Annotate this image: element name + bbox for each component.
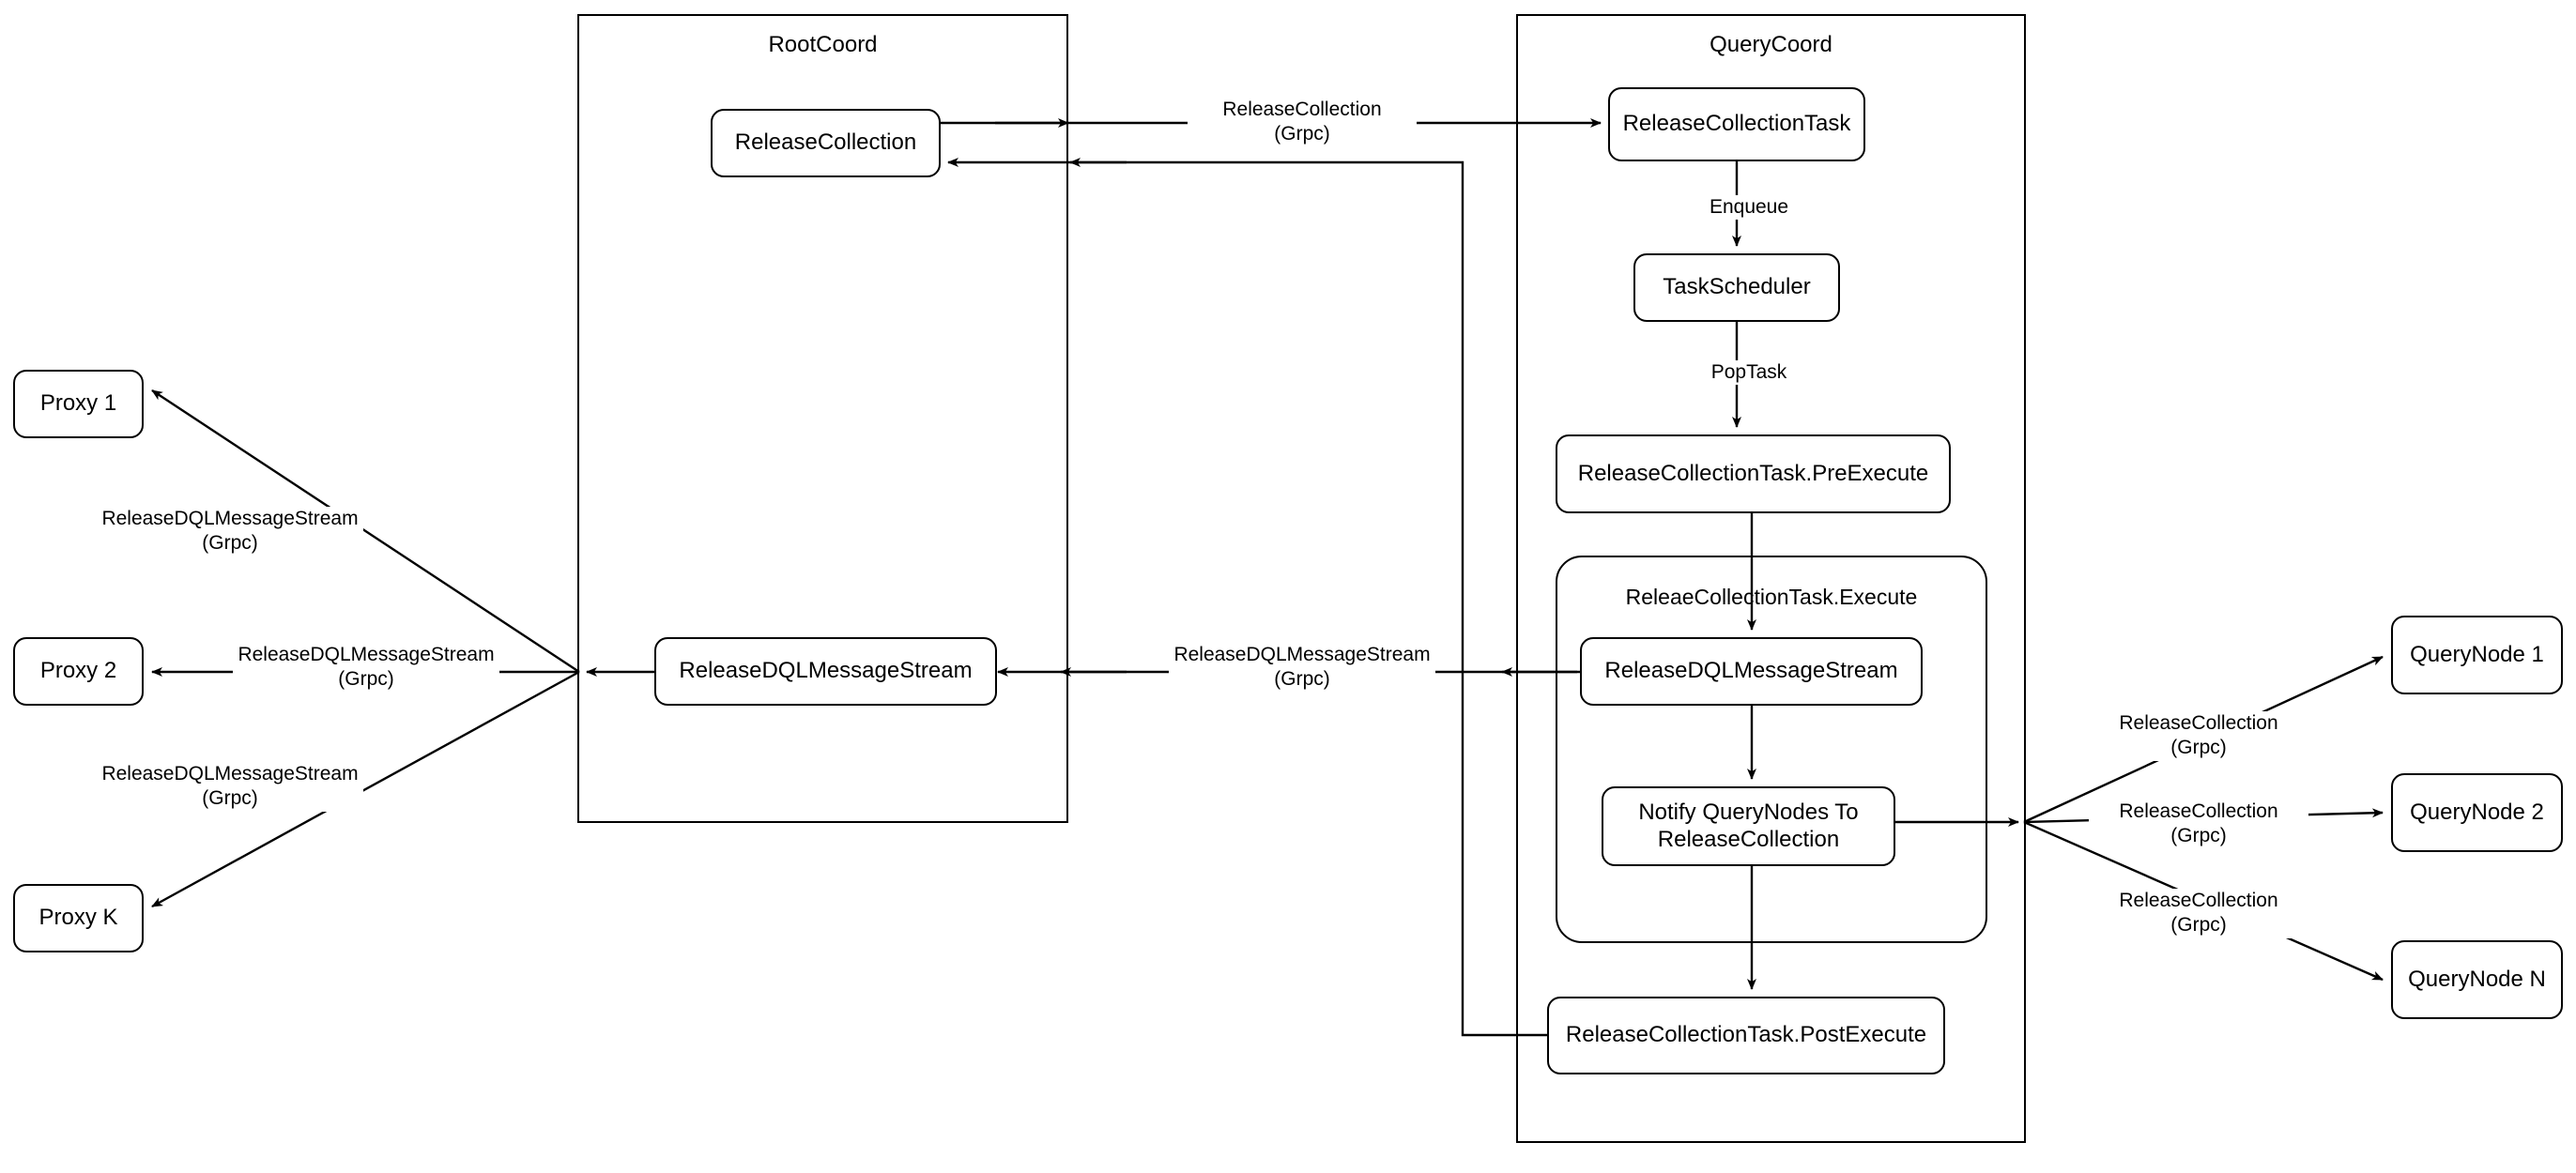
node-querynode-2[interactable]: QueryNode 2	[2391, 773, 2563, 852]
container-execute	[1556, 556, 1987, 943]
edge-label-poptask: PopTask	[1663, 360, 1835, 386]
edge-label-querynode-1: ReleaseCollection (Grpc)	[2089, 711, 2308, 761]
edge-label-proxy-1-line1: ReleaseDQLMessageStream	[101, 508, 359, 529]
node-task-scheduler[interactable]: TaskScheduler	[1633, 253, 1840, 322]
edge-label-rootcoord-to-querycoord-line1: ReleaseCollection	[1222, 99, 1382, 120]
edge-label-proxy-2-line2: (Grpc)	[338, 668, 394, 691]
node-notify-querynodes[interactable]: Notify QueryNodes To ReleaseCollection	[1602, 786, 1895, 866]
container-rootcoord-title: RootCoord	[768, 32, 878, 57]
edge-label-proxy-2-line1: ReleaseDQLMessageStream	[238, 644, 495, 665]
container-execute-title: ReleaeCollectionTask.Execute	[1625, 585, 1918, 609]
edge-label-proxy-2: ReleaseDQLMessageStream (Grpc)	[233, 643, 499, 693]
edge-label-enqueue-line1: Enqueue	[1709, 196, 1789, 218]
edge-label-proxy-k-line1: ReleaseDQLMessageStream	[101, 763, 359, 785]
edge-label-querynode-n-line1: ReleaseCollection	[2119, 890, 2278, 911]
edge-label-enqueue: Enqueue	[1663, 195, 1835, 221]
edge-label-querycoord-to-rootcoord-dql-line1: ReleaseDQLMessageStream	[1173, 644, 1431, 665]
node-proxy-k[interactable]: Proxy K	[13, 884, 144, 952]
edge-label-querynode-2-line1: ReleaseCollection	[2119, 800, 2278, 822]
edge-label-poptask-line1: PopTask	[1710, 361, 1787, 383]
edge-label-querycoord-to-rootcoord-dql: ReleaseDQLMessageStream (Grpc)	[1169, 643, 1435, 693]
node-proxy-1[interactable]: Proxy 1	[13, 370, 144, 438]
edge-label-querynode-n-line2: (Grpc)	[2170, 914, 2227, 937]
node-querynode-n[interactable]: QueryNode N	[2391, 940, 2563, 1019]
container-querycoord-title: QueryCoord	[1710, 32, 1832, 57]
edge-label-querynode-1-line2: (Grpc)	[2170, 737, 2227, 759]
node-release-collection-task-postexecute[interactable]: ReleaseCollectionTask.PostExecute	[1547, 997, 1945, 1074]
node-release-collection-task-preexecute[interactable]: ReleaseCollectionTask.PreExecute	[1556, 434, 1951, 513]
edge-label-proxy-k: ReleaseDQLMessageStream (Grpc)	[97, 762, 363, 812]
edge-label-querycoord-to-rootcoord-dql-line2: (Grpc)	[1274, 668, 1330, 691]
edge-label-rootcoord-to-querycoord-line2: (Grpc)	[1274, 123, 1330, 145]
edge-label-querynode-2-line2: (Grpc)	[2170, 825, 2227, 847]
edge-label-rootcoord-to-querycoord: ReleaseCollection (Grpc)	[1188, 98, 1417, 147]
node-querynode-1[interactable]: QueryNode 1	[2391, 616, 2563, 694]
edge-label-querynode-2: ReleaseCollection (Grpc)	[2089, 800, 2308, 849]
edge-label-querynode-1-line1: ReleaseCollection	[2119, 712, 2278, 734]
edge-label-querynode-n: ReleaseCollection (Grpc)	[2089, 889, 2308, 938]
node-rootcoord-release-collection[interactable]: ReleaseCollection	[711, 109, 941, 177]
edge-label-proxy-1: ReleaseDQLMessageStream (Grpc)	[97, 507, 363, 556]
node-rootcoord-release-dql-message-stream[interactable]: ReleaseDQLMessageStream	[654, 637, 997, 706]
edge-label-proxy-1-line2: (Grpc)	[202, 532, 258, 555]
node-proxy-2[interactable]: Proxy 2	[13, 637, 144, 706]
node-release-collection-task[interactable]: ReleaseCollectionTask	[1608, 87, 1865, 161]
node-execute-release-dql-message-stream[interactable]: ReleaseDQLMessageStream	[1580, 637, 1923, 706]
edge-label-proxy-k-line2: (Grpc)	[202, 787, 258, 810]
